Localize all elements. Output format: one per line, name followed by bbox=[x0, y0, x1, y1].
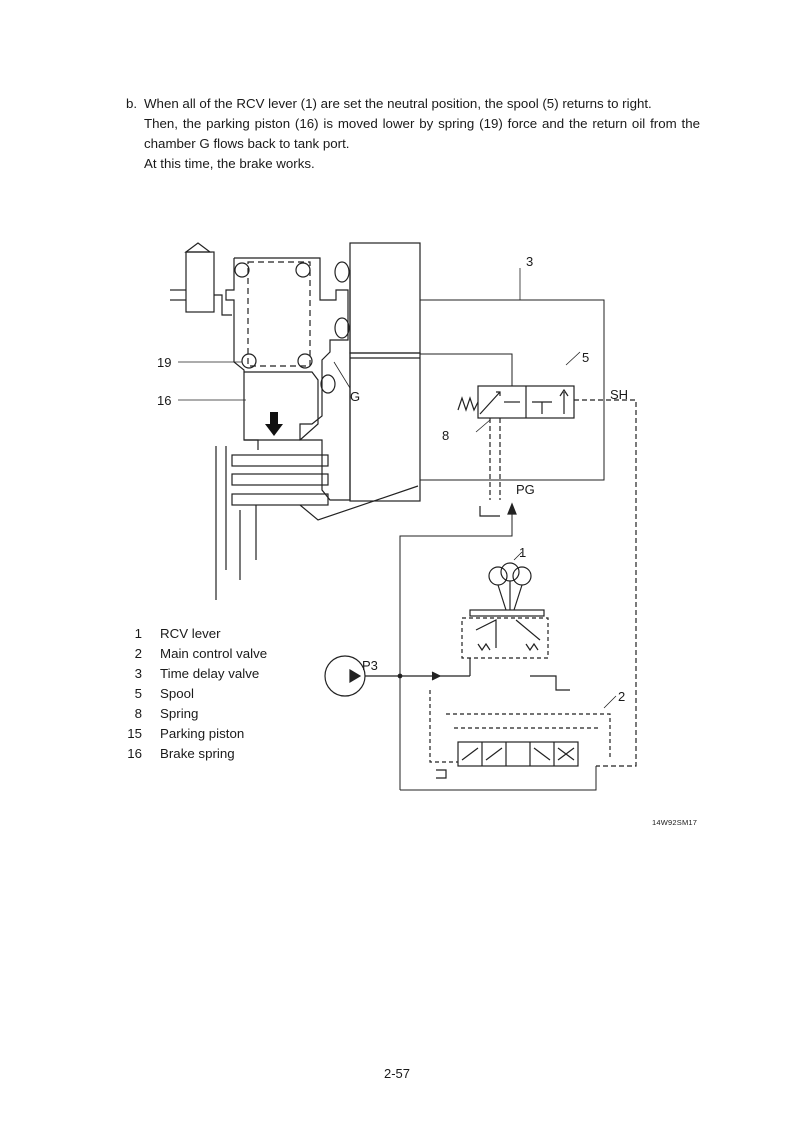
bolt-bl bbox=[241, 353, 257, 369]
lever-knob-3 bbox=[512, 566, 532, 586]
label-5: 5 bbox=[582, 350, 589, 365]
rcv-spring-right bbox=[525, 642, 539, 652]
chamber-g-line bbox=[420, 353, 513, 386]
mcv-arrows bbox=[461, 747, 575, 761]
rcv-ports bbox=[469, 658, 570, 691]
spool-tee bbox=[532, 401, 552, 414]
rcv-spring-left bbox=[477, 642, 491, 652]
o-ring-1 bbox=[334, 261, 350, 283]
page-number: 2-57 bbox=[383, 1066, 411, 1081]
rcv-internal bbox=[475, 619, 541, 648]
bolt-tl bbox=[234, 262, 250, 278]
label-1: 1 bbox=[519, 545, 526, 560]
valve-block-top bbox=[349, 242, 421, 354]
instruction-paragraph: b.When all of the RCV lever (1) are set … bbox=[126, 94, 700, 174]
supply-arrow bbox=[431, 671, 442, 681]
bolt-tr bbox=[295, 262, 311, 278]
label-16: 16 bbox=[157, 393, 171, 408]
lever-knob-1 bbox=[488, 566, 508, 586]
leader-2 bbox=[603, 695, 617, 709]
tower-cap bbox=[184, 242, 212, 253]
valve-block-bottom bbox=[349, 352, 421, 502]
label-p3: P3 bbox=[362, 658, 378, 673]
paragraph-line-1: b.When all of the RCV lever (1) are set … bbox=[126, 94, 700, 114]
tower-link bbox=[214, 294, 232, 316]
paragraph-line-2: Then, the parking piston (16) is moved l… bbox=[144, 116, 700, 131]
mcv-pilot-1 bbox=[429, 690, 458, 763]
pg-arrow bbox=[507, 502, 517, 515]
time-delay-line bbox=[420, 299, 605, 481]
lever-plate bbox=[469, 609, 545, 617]
label-pg: PG bbox=[516, 482, 535, 497]
pg-tank bbox=[479, 506, 500, 517]
paragraph-line-3: chamber G flows back to tank port. bbox=[144, 136, 350, 151]
label-3: 3 bbox=[526, 254, 533, 269]
housing-bottom-edge bbox=[299, 485, 419, 521]
mcv-pilot-2 bbox=[446, 713, 611, 760]
figure-id: 14W92SM17 bbox=[652, 818, 698, 827]
leader-g bbox=[333, 361, 351, 389]
housing-lower-lines bbox=[215, 446, 257, 600]
leader-1 bbox=[513, 551, 523, 561]
label-sh: SH bbox=[610, 387, 628, 402]
down-arrow-icon bbox=[265, 412, 283, 436]
label-8: 8 bbox=[442, 428, 449, 443]
label-2: 2 bbox=[618, 689, 625, 704]
main-control-valve bbox=[457, 741, 579, 767]
o-ring-3 bbox=[320, 374, 336, 394]
mcv-tank bbox=[436, 769, 447, 779]
piston-chamber bbox=[247, 261, 311, 367]
disc-3 bbox=[231, 493, 329, 506]
disc-2 bbox=[231, 473, 329, 486]
housing-inner-left bbox=[225, 258, 259, 450]
mcv-sections bbox=[481, 742, 555, 766]
junction-dot bbox=[397, 673, 403, 679]
spool-arrow-right bbox=[559, 388, 569, 414]
paragraph-line-4: At this time, the brake works. bbox=[144, 156, 315, 171]
parking-piston bbox=[244, 371, 319, 441]
bolt-br bbox=[297, 353, 313, 369]
spring-8 bbox=[457, 396, 479, 412]
leader-8 bbox=[475, 419, 491, 433]
pg-supply-line bbox=[399, 508, 513, 790]
disc-1 bbox=[231, 454, 329, 467]
return-line bbox=[400, 766, 597, 791]
lever-knob-2 bbox=[500, 562, 520, 582]
label-19: 19 bbox=[157, 355, 171, 370]
o-ring-2 bbox=[334, 317, 350, 339]
pump-arrow bbox=[349, 668, 362, 684]
list-marker: b. bbox=[126, 96, 138, 111]
rcv-body bbox=[461, 617, 549, 659]
brake-housing bbox=[234, 257, 351, 501]
lever-stems bbox=[497, 581, 523, 611]
leader-5 bbox=[565, 351, 581, 366]
label-g: G bbox=[350, 389, 360, 404]
tower-body bbox=[185, 251, 215, 313]
sh-line bbox=[574, 399, 637, 767]
spool-arrow-left bbox=[479, 391, 501, 415]
